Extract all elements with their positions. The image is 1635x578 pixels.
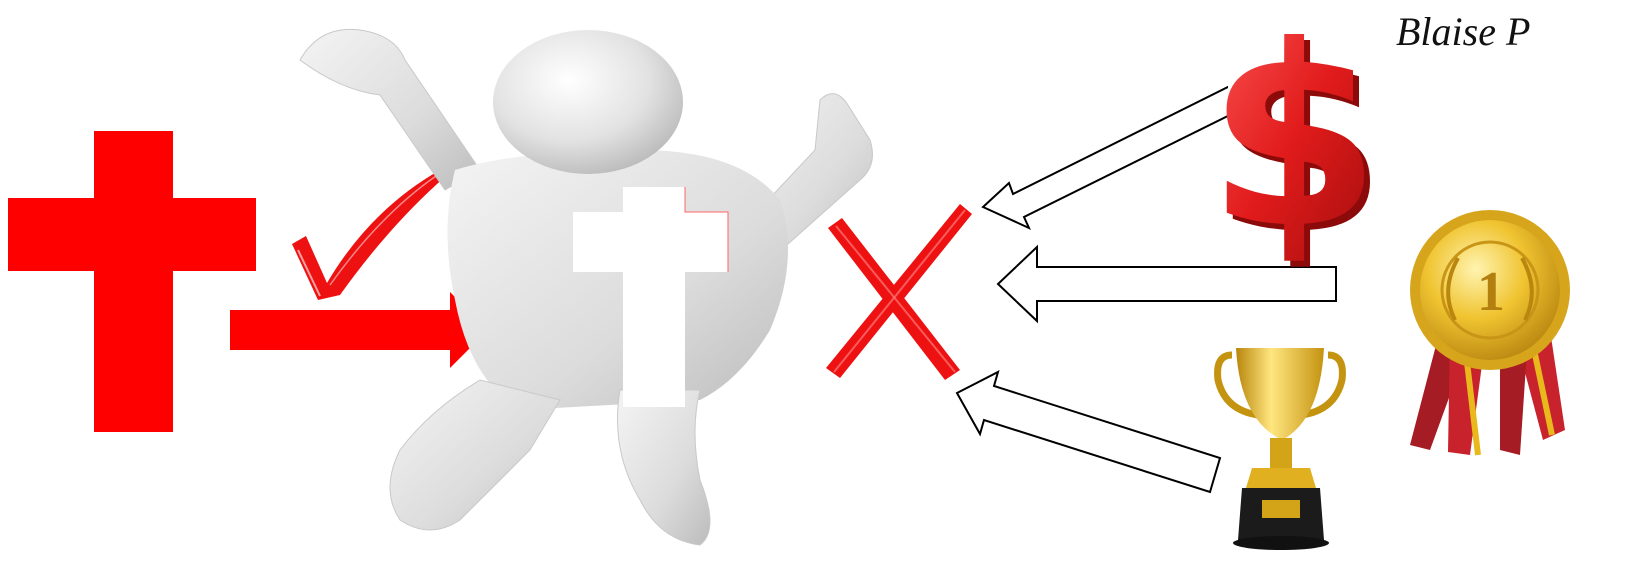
right-arrow-icon [230,292,488,368]
red-cross-icon [8,131,256,432]
caption-text: Blaise P [1396,8,1530,55]
dollar-sign-icon: $ $ [1207,0,1387,289]
trophy-icon [1218,348,1343,550]
medal-number: 1 [1477,261,1505,323]
svg-text:$: $ [1207,0,1381,283]
checkmark-icon [292,170,446,300]
outline-arrow-icon [957,372,1220,492]
x-mark-icon [826,204,972,380]
person-figure-icon [300,29,872,545]
gold-medal-icon [1410,210,1570,455]
